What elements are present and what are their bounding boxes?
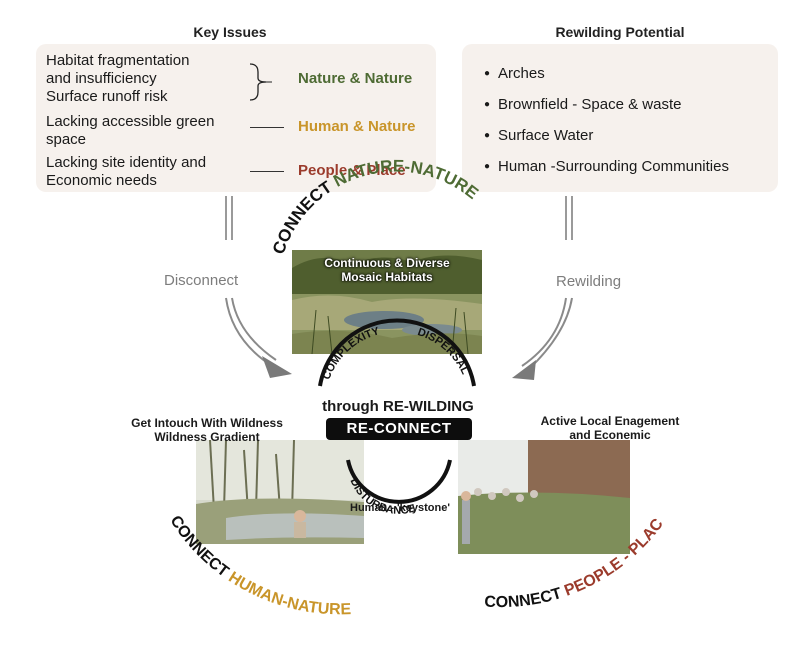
human-nature-photo	[196, 440, 364, 544]
left-connect-arc-text: CONNECT HUMAN-NATURE	[167, 513, 352, 619]
right-connect-arc-text: CONNECT PEOPLE - PLACE	[0, 0, 667, 611]
connector-line-people	[250, 171, 284, 172]
potential-arches: Arches	[484, 65, 545, 85]
wildness-caption: Get Intouch With Wildness Wildness Gradi…	[131, 416, 283, 444]
stream-child-image	[196, 440, 364, 544]
issue-green-space: Lacking accessible green space	[46, 113, 215, 148]
potential-brownfield: Brownfield - Space & waste	[484, 96, 681, 116]
category-nature-nature: Nature & Nature	[298, 70, 413, 87]
wetland-image	[292, 250, 482, 354]
issue-runoff: Surface runoff risk	[46, 88, 168, 105]
engagement-caption: Active Local Enagement and Econemic	[540, 414, 680, 442]
lower-ring-arc	[346, 459, 452, 504]
bracket-connector	[249, 63, 272, 101]
disconnect-arrow	[225, 196, 292, 378]
key-issues-heading: Key Issues	[193, 24, 267, 40]
potential-communities: Human -Surrounding Communities	[484, 158, 729, 178]
connector-line-human	[250, 127, 284, 128]
top-connect-arc-text: CONNECT NATURE-NATURE	[269, 157, 482, 257]
key-issues-panel	[36, 44, 436, 192]
top-arc-guide	[286, 205, 514, 246]
habitat-photo	[292, 250, 482, 354]
disconnect-label: Disconnect	[164, 272, 239, 289]
upper-ring-arc	[318, 318, 476, 387]
reconnect-badge: RE-CONNECT	[326, 418, 472, 440]
rewilding-arrow	[512, 196, 573, 380]
issue-habitat: Habitat fragmentation and insufficiency	[46, 52, 190, 87]
potential-surface-water: Surface Water	[484, 127, 593, 147]
category-people-place: People & Place	[298, 162, 406, 179]
issue-identity: Lacking site identity and Economic needs	[46, 154, 207, 189]
rewilding-label: Rewilding	[556, 273, 622, 290]
viaduct-people-image	[458, 440, 630, 554]
people-place-photo	[458, 440, 630, 554]
through-rewilding-text: through RE-WILDING	[322, 398, 474, 415]
keystone-label: Human - 'keystone'	[350, 502, 450, 514]
habitat-caption: Continuous & Diverse Mosaic Habitats	[324, 256, 450, 284]
category-human-nature: Human & Nature	[298, 118, 416, 135]
rewilding-potential-heading: Rewilding Potential	[555, 24, 685, 40]
